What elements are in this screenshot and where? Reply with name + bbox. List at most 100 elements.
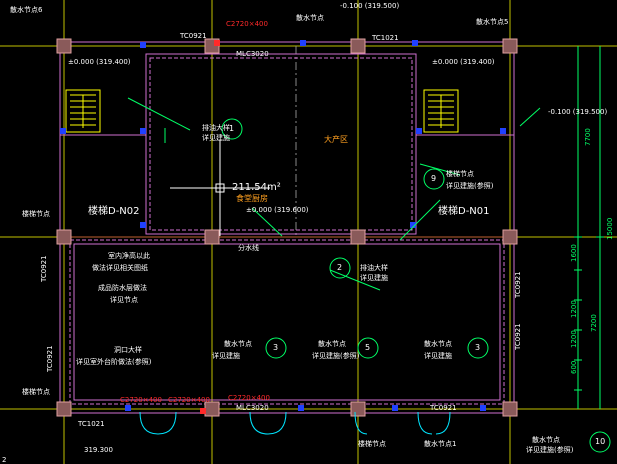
top-right-label: 散水节点5 <box>476 17 508 26</box>
dim-right-inner-2: 7200 <box>590 314 598 332</box>
note-entry-sub: 详见室外台阶做法(参照) <box>76 357 152 366</box>
tc-right-a: TC0921 <box>514 271 522 299</box>
note-drain-b-sub: 详见建施(参照) <box>312 351 360 360</box>
note-left-3: 成品防水层做法 <box>98 283 147 292</box>
dim-right-outer-2: 15000 <box>606 218 614 240</box>
beam-top-label: MLC3020 <box>236 50 269 58</box>
note-stairnode-right: 楼梯节点 <box>22 387 50 396</box>
column-tl <box>56 38 72 54</box>
note-entry: 洞口大样 <box>114 345 142 354</box>
dim-right-inner-1: 1600 <box>570 244 578 262</box>
note-drain-b: 散水节点 <box>318 339 346 348</box>
outer-wall-outline <box>59 41 515 414</box>
note-left-4: 详见节点 <box>110 295 138 304</box>
bubble-5-num: 3 <box>475 343 480 352</box>
column-bl <box>56 401 72 417</box>
column-m2 <box>204 229 220 245</box>
note-divider: 分水线 <box>238 243 259 252</box>
note-drain-c-sub: 详见建施 <box>424 351 452 360</box>
area-label: 211.54m² <box>232 182 281 193</box>
room-name: 食堂厨房 <box>236 193 268 203</box>
bubble-1-num: 1 <box>229 124 234 133</box>
stair-left <box>65 89 101 133</box>
note-drain-a-sub: 详见建施 <box>212 351 240 360</box>
column-mr <box>502 229 518 245</box>
bottom-label-right: 散水节点1 <box>424 439 456 448</box>
column-t3 <box>350 38 366 54</box>
tc-left-bottom: TC0921 <box>46 345 54 373</box>
note-sink: 排油大样 <box>202 123 230 132</box>
note-left-2: 做法详见相关图纸 <box>92 263 148 272</box>
note-sink-sub: 详见建施 <box>202 133 230 142</box>
bubble-6-num: 5 <box>365 343 370 352</box>
bubble-7-num: 10 <box>595 437 605 446</box>
detail-bubbles <box>221 118 611 453</box>
red-label-a: C2720×400 <box>226 20 268 28</box>
tr-elev: ±0.000 (319.400) <box>432 58 495 66</box>
walls <box>59 41 515 414</box>
bubble-3-num: 3 <box>273 343 278 352</box>
doors <box>139 411 451 435</box>
tc-bottom-right: TC0921 <box>429 404 457 412</box>
tl-elev: ±0.000 (319.400) <box>68 58 131 66</box>
dim-right-inner-4: 1200 <box>570 330 578 348</box>
bubble-5 <box>467 337 489 359</box>
note-bottom-right: 散水节点 <box>532 435 560 444</box>
note-drain-a: 散水节点 <box>224 339 252 348</box>
top-note-1: 散水节点 <box>296 13 324 22</box>
top-left-label: 散水节点6 <box>10 5 43 14</box>
stair-right <box>423 89 459 133</box>
right-elev: -0.100 (319.500) <box>548 108 607 116</box>
red-label-c: C2720×400 <box>168 396 210 404</box>
note-bottom-right-sub: 详见建施(参照) <box>526 445 574 454</box>
bubble-4 <box>329 257 351 279</box>
note-top-right: 楼梯节点 <box>446 169 474 178</box>
lower-inner-dashed <box>69 239 505 405</box>
bubble-4-num: 2 <box>337 263 342 272</box>
bubble-7 <box>589 431 611 453</box>
leader-lines <box>127 97 541 291</box>
bubble-1 <box>221 118 243 140</box>
dim-right-outer-1: 7700 <box>584 128 592 146</box>
bubble-6 <box>357 337 379 359</box>
stair-left-label: 楼梯D-N02 <box>88 204 140 217</box>
tc-top-right: TC1021 <box>371 34 399 42</box>
column-m3 <box>350 229 366 245</box>
column-tr <box>502 38 518 54</box>
beam-bottom-label: MLC3020 <box>236 404 269 412</box>
note-top-right-sub: 详见建施(参照) <box>446 181 494 190</box>
column-b3 <box>350 401 366 417</box>
cursor-crosshair <box>170 140 270 236</box>
bottom-label-left: 楼梯节点 <box>358 439 386 448</box>
note-sink2: 排油大样 <box>360 263 388 272</box>
kitchen-inner-dashed <box>149 57 413 231</box>
red-markers <box>200 40 220 414</box>
tc-right-b: TC0921 <box>514 323 522 351</box>
column-br <box>502 401 518 417</box>
bottom-elev: 319.300 <box>84 446 113 454</box>
kitchen-wall-outline <box>145 53 417 235</box>
note-sink2-sub: 详见建施 <box>360 273 388 282</box>
dim-right-inner-5: 600 <box>570 361 578 374</box>
blue-markers <box>60 40 506 411</box>
bubble-2-num: 9 <box>431 174 436 183</box>
tc-bottom-left: TC1021 <box>77 420 105 428</box>
red-label-b: C2720×400 <box>120 396 162 404</box>
dimension-lines <box>574 46 604 409</box>
lower-wall-outline <box>73 243 501 401</box>
note-drain-c: 散水节点 <box>424 339 452 348</box>
stair-right-label: 楼梯D-N01 <box>438 204 490 217</box>
prod-zone-label: 大产区 <box>324 134 348 144</box>
tc-top-left: TC0921 <box>179 32 207 40</box>
stairs <box>65 89 459 133</box>
bubble-2 <box>423 168 445 190</box>
note-stairnode-left: 楼梯节点 <box>22 209 50 218</box>
red-label-d: C2720×400 <box>228 394 270 402</box>
bubble-3 <box>265 337 287 359</box>
column-b2 <box>204 401 220 417</box>
top-elev: -0.100 (319.500) <box>340 2 399 10</box>
room-elev: ±0.000 (319.600) <box>246 206 309 214</box>
column-ml <box>56 229 72 245</box>
